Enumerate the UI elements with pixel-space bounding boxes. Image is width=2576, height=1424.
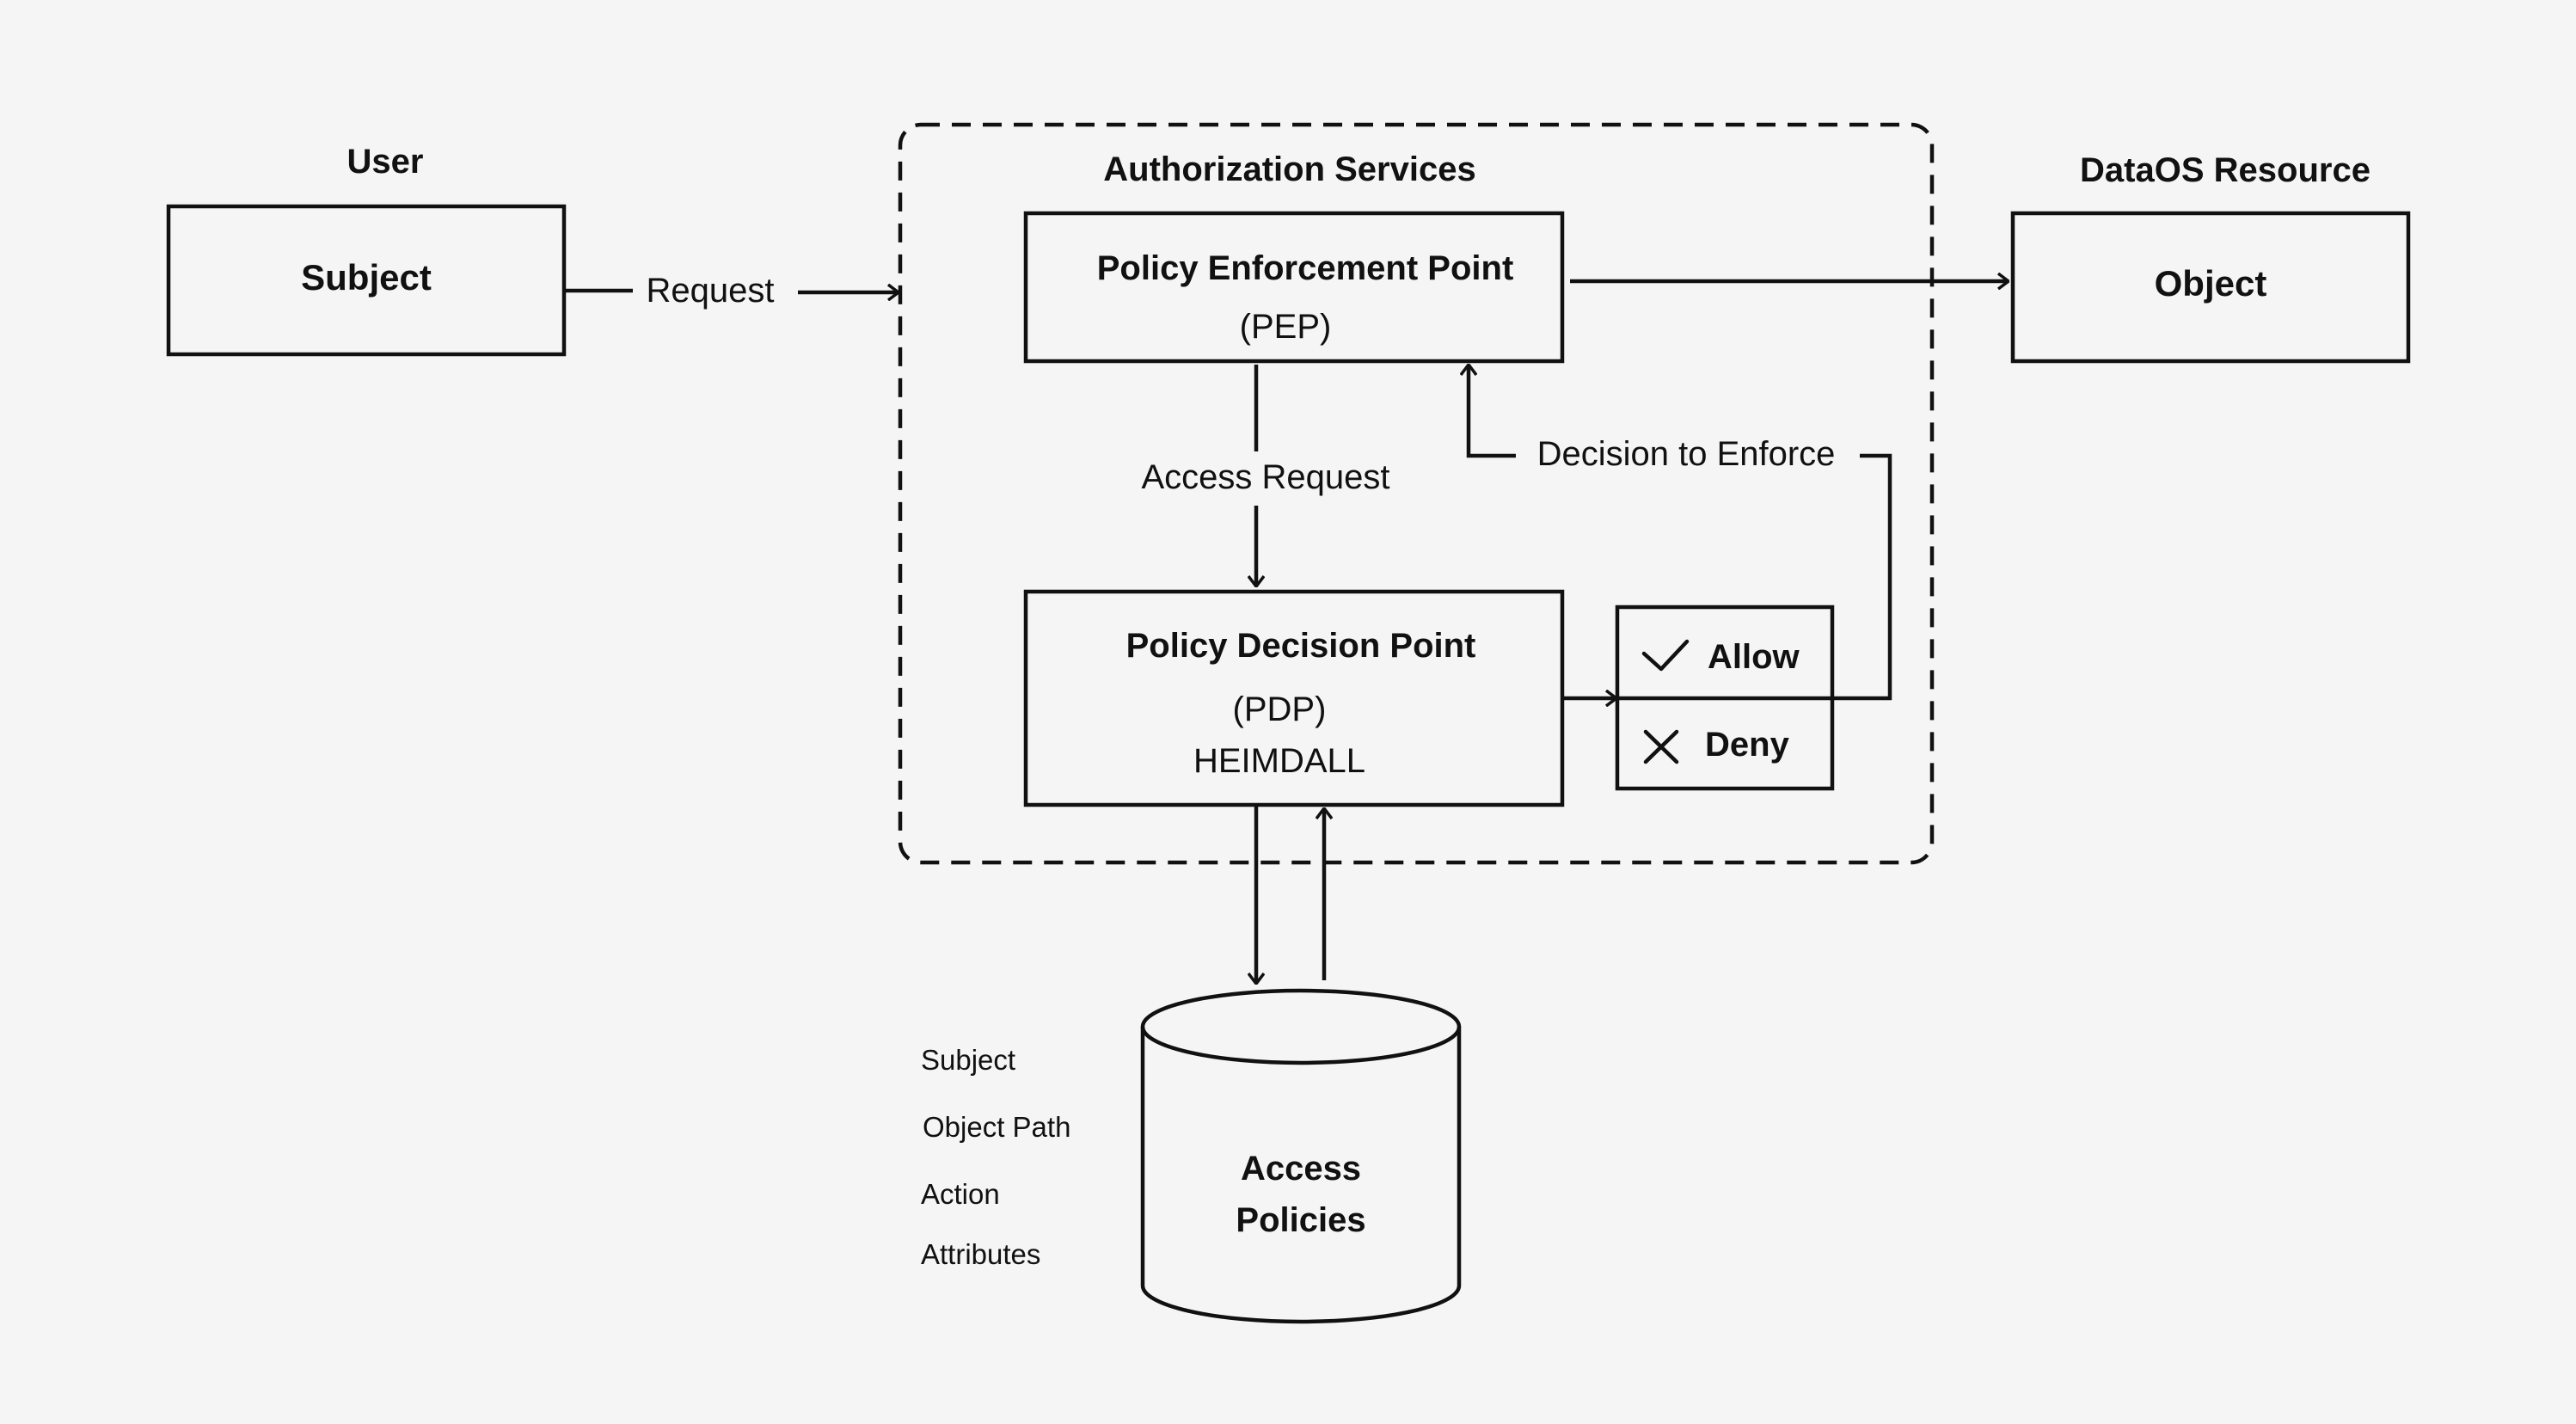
pdp-engine: HEIMDALL xyxy=(1193,742,1365,780)
access-policies-line2: Policies xyxy=(1236,1201,1365,1239)
access-request-label: Access Request xyxy=(1141,458,1389,496)
cross-icon xyxy=(1643,729,1679,764)
decision-to-enforce-label: Decision to Enforce xyxy=(1537,435,1836,473)
subject-box xyxy=(166,204,567,357)
pdp-abbr: (PDP) xyxy=(1233,691,1327,728)
object-box xyxy=(2010,211,2411,364)
decision-line-right xyxy=(1831,453,1892,701)
subject-label: Subject xyxy=(301,257,432,298)
check-icon xyxy=(1641,639,1690,672)
user-heading: User xyxy=(347,143,424,181)
pep-abbr: (PEP) xyxy=(1240,308,1332,346)
policy-attribute: Subject xyxy=(921,1044,1015,1076)
allow-label: Allow xyxy=(1708,638,1800,676)
request-label: Request xyxy=(647,272,775,310)
object-label: Object xyxy=(2155,263,2267,304)
authorization-services-heading: Authorization Services xyxy=(1103,150,1475,188)
access-policies-cylinder xyxy=(1140,988,1462,1324)
policy-attribute: Attributes xyxy=(921,1238,1040,1270)
policy-attribute: Object Path xyxy=(923,1111,1070,1143)
deny-label: Deny xyxy=(1705,726,1790,764)
pep-title: Policy Enforcement Point xyxy=(1097,249,1514,287)
decision-to-enforce-arrow xyxy=(1469,365,1516,458)
policy-attribute: Action xyxy=(921,1178,1000,1210)
access-policies-line1: Access xyxy=(1241,1150,1361,1188)
pdp-title: Policy Decision Point xyxy=(1126,627,1476,665)
authorization-services-container xyxy=(898,122,1935,865)
pep-box xyxy=(1023,211,1565,364)
resource-heading: DataOS Resource xyxy=(2080,151,2371,189)
